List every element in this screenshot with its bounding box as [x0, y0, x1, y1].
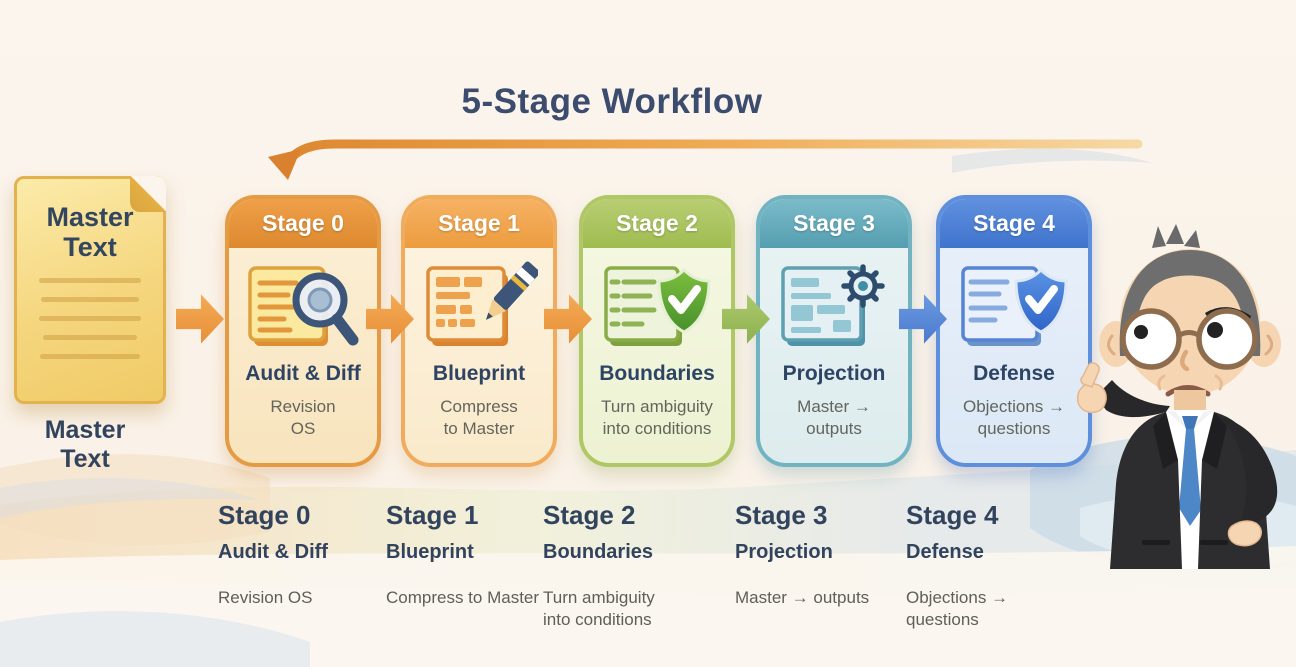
- text-line: [41, 297, 139, 303]
- document-shield-icon: [955, 258, 1073, 358]
- stage-1-title: Blueprint: [432, 362, 526, 385]
- legend-stage-0-title: Audit & Diff: [218, 541, 328, 563]
- document-pencil-icon: [420, 258, 538, 358]
- stage-1-header: Stage 1: [405, 199, 553, 248]
- legend-stage-3-desc: Master → outputs: [735, 588, 870, 607]
- legend-stage-3-title: Projection: [735, 541, 833, 563]
- feedback-loop-arrow: [268, 139, 1143, 180]
- legend-stage-3-name: Stage 3: [735, 500, 828, 530]
- checklist-shield-icon: [598, 258, 716, 358]
- text-line: [43, 335, 137, 341]
- legend-stage-1-name: Stage 1: [386, 500, 479, 530]
- legend-stage-2-title: Boundaries: [543, 541, 654, 563]
- stage-2-card: Stage 2: [579, 195, 735, 467]
- legend-stage-4-title: Defense: [906, 541, 984, 563]
- legend-stage-3: Stage 3 Projection Master → outputs: [735, 500, 869, 609]
- legend-stage-4-name: Stage 4: [906, 500, 999, 530]
- stage-0-subtitle: Revision OS: [270, 397, 336, 439]
- stage-3-header: Stage 3: [760, 199, 908, 248]
- stage-0-card: Stage 0 Audit & Diff Revision OS: [225, 195, 381, 467]
- legend-stage-0: Stage 0 Audit & Diff Revision OS: [218, 500, 328, 609]
- stage-4-card: Stage 4: [936, 195, 1092, 467]
- stage-1-subtitle: Compress to Master: [440, 397, 518, 439]
- document-text-lines: [17, 278, 163, 360]
- stage-2-header: Stage 2: [583, 199, 731, 248]
- text-line: [39, 316, 141, 322]
- legend-stage-0-name: Stage 0: [218, 500, 311, 530]
- stage-3-subtitle: Master → outputs: [797, 397, 871, 439]
- stage-3-card: Stage 3: [756, 195, 912, 467]
- master-doc-heading: Master Text: [46, 202, 134, 262]
- stage-0-title: Audit & Diff: [245, 362, 361, 385]
- stage-4-subtitle: Objections → questions: [962, 397, 1066, 439]
- legend-stage-0-desc: Revision OS: [218, 588, 313, 607]
- page-fold-corner: [130, 176, 166, 212]
- stage-4-title: Defense: [973, 362, 1055, 385]
- stage-3-title: Projection: [782, 362, 886, 385]
- master-text-document: Master Text: [14, 176, 166, 404]
- skeptical-man-in-suit-pointing-icon: [1076, 224, 1281, 569]
- page-title: 5-Stage Workflow: [461, 82, 763, 121]
- document-gear-icon: [775, 258, 893, 358]
- legend-stage-1: Stage 1 Blueprint Compress to Master: [386, 500, 539, 609]
- stage-2-title: Boundaries: [599, 362, 715, 385]
- master-text-caption: Master Text: [44, 416, 126, 473]
- legend-stage-2-desc: Turn ambiguity into conditions: [543, 588, 655, 630]
- stage-4-header: Stage 4: [940, 199, 1088, 248]
- stage-0-header: Stage 0: [229, 199, 377, 248]
- legend-stage-1-desc: Compress to Master: [386, 588, 540, 607]
- legend-stage-1-title: Blueprint: [386, 541, 474, 563]
- document-magnifier-icon: [244, 258, 362, 358]
- legend-stage-4-desc: Objections → questions: [906, 588, 1009, 630]
- text-line: [40, 354, 140, 360]
- stage-1-card: Stage 1: [401, 195, 557, 467]
- legend-stage-2-name: Stage 2: [543, 500, 636, 530]
- legend-stage-4: Stage 4 Defense Objections → questions: [906, 500, 1041, 631]
- text-line: [39, 278, 141, 284]
- legend-stage-2: Stage 2 Boundaries Turn ambiguity into c…: [543, 500, 668, 631]
- stage-2-subtitle: Turn ambiguity into conditions: [601, 397, 713, 439]
